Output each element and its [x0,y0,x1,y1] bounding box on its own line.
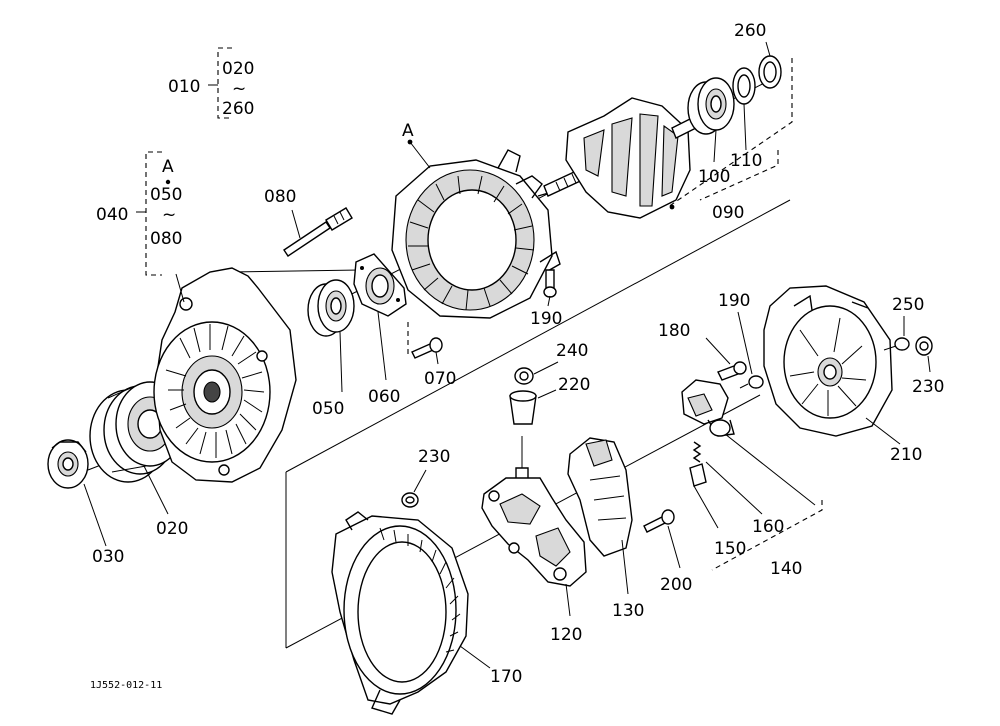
label-A-stator: A [402,121,414,141]
label-120: 120 [550,625,582,645]
label-230-left: 230 [418,447,450,467]
label-070: 070 [424,369,456,389]
group-bracket-040 [136,151,171,276]
label-210: 210 [890,445,922,465]
label-080-left: 080 [150,229,182,249]
group-bracket-010 [208,47,232,119]
drawing-code: 1J552-012-11 [90,680,162,691]
label-A-left: A [162,157,174,177]
rear-cover-210 [763,285,893,437]
label-230-right: 230 [912,377,944,397]
brush-holder-140 [681,379,735,437]
label-040: 040 [96,205,128,225]
spring-160 [692,441,702,463]
bearing-050 [307,279,355,337]
label-180: 180 [658,321,690,341]
label-220: 220 [558,375,590,395]
screw-190-top [543,269,557,298]
label-030: 030 [92,547,124,567]
rear-housing-170 [331,511,469,715]
label-050: 050 [312,399,344,419]
label-020: 020 [156,519,188,539]
label-010: 010 [168,77,200,97]
nut-230-left [401,492,419,508]
regulator-group-bracket [711,500,823,571]
label-200: 200 [660,575,692,595]
label-100: 100 [698,167,730,187]
label-190-mid: 190 [718,291,750,311]
rotor-group-bracket [667,58,793,208]
regulator-130 [567,437,633,557]
stator-A [391,139,561,319]
screw-180 [717,361,747,381]
label-060: 060 [368,387,400,407]
label-tilde-top: ~ [232,79,246,99]
label-260: 260 [734,21,766,41]
ring-110 [732,67,756,105]
label-130: 130 [612,601,644,621]
label-080: 080 [264,187,296,207]
screw-070 [407,322,443,359]
insulator-220 [509,390,537,425]
leader-lines [83,41,931,669]
brush-150 [689,463,707,487]
label-140: 140 [770,559,802,579]
ring-260 [758,55,782,89]
label-050-left: 050 [150,185,182,205]
nut-030 [47,439,89,489]
label-150: 150 [714,539,746,559]
nut-230-right [915,336,933,356]
screw-200 [643,509,675,533]
label-260-top: 260 [222,99,254,119]
front-housing-040 [153,267,297,483]
label-240: 240 [556,341,588,361]
label-tilde-left: ~ [162,205,176,225]
rotor-090 [543,97,717,219]
label-190-top: 190 [530,309,562,329]
screw-190-mid [739,375,764,389]
bearing-100 [687,77,735,135]
through-bolt-080 [283,207,353,257]
label-090: 090 [712,203,744,223]
nut-250 [883,337,910,351]
label-160: 160 [752,517,784,537]
rectifier-120 [481,436,587,587]
label-110: 110 [730,151,762,171]
callout-labels: 010 020 ~ 260 040 A 050 ~ 080 A 080 050 … [90,21,944,691]
label-020-top: 020 [222,59,254,79]
nut-240 [514,367,534,385]
label-250: 250 [892,295,924,315]
retainer-plate-060 [353,253,407,317]
label-170: 170 [490,667,522,687]
